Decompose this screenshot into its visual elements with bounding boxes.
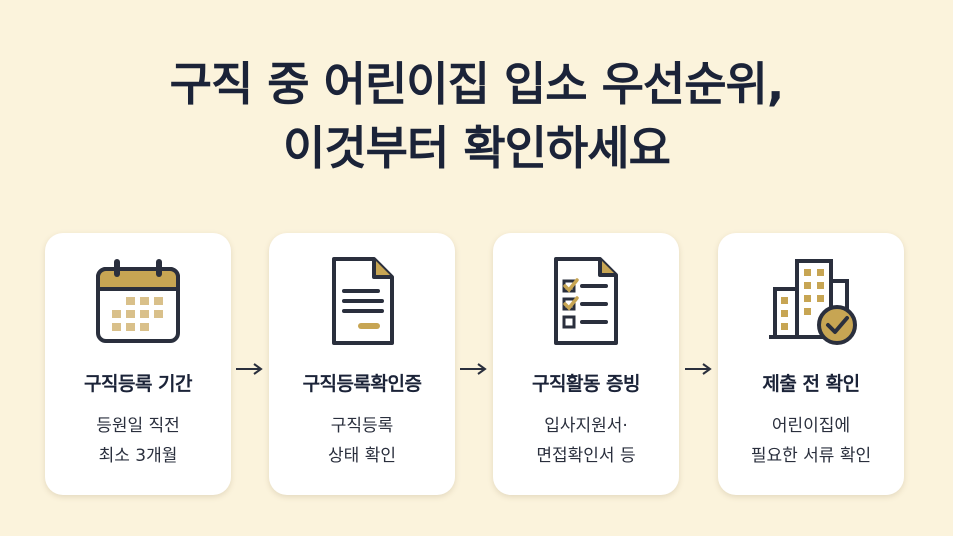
title-line-1: 구직 중 어린이집 입소 우선순위,: [169, 57, 785, 111]
calendar-icon: [96, 259, 180, 343]
step-description: 입사지원서· 면접확인서 등: [493, 411, 679, 471]
step-heading: 구직등록 기간: [84, 373, 193, 395]
step-desc-line-2: 최소 3개월: [98, 446, 178, 466]
step-description: 구직등록 상태 확인: [269, 411, 455, 471]
step-card-job-search-proof: 구직활동 증빙 입사지원서· 면접확인서 등: [493, 233, 679, 495]
step-heading: 구직활동 증빙: [532, 373, 641, 395]
step-card-registration-certificate: 구직등록확인증 구직등록 상태 확인: [269, 233, 455, 495]
arrow-right-icon: [236, 363, 263, 375]
building-check-icon: [769, 259, 857, 345]
title-line-2: 이것부터 확인하세요: [283, 121, 671, 175]
arrow-right-icon: [685, 363, 712, 375]
arrow-right-icon: [460, 363, 487, 375]
step-heading: 제출 전 확인: [762, 373, 860, 395]
step-desc-line-1: 구직등록: [330, 416, 394, 436]
checklist-icon: [554, 257, 618, 345]
step-desc-line-2: 면접확인서 등: [536, 446, 636, 466]
step-desc-line-2: 상태 확인: [328, 446, 396, 466]
step-heading: 구직등록확인증: [302, 373, 422, 395]
step-desc-line-2: 필요한 서류 확인: [750, 446, 872, 466]
page-title: 구직 중 어린이집 입소 우선순위, 이것부터 확인하세요: [0, 52, 953, 180]
step-description: 등원일 직전 최소 3개월: [45, 411, 231, 471]
step-card-registration-period: 구직등록 기간 등원일 직전 최소 3개월: [45, 233, 231, 495]
step-description: 어린이집에 필요한 서류 확인: [718, 411, 904, 471]
step-desc-line-1: 입사지원서·: [544, 416, 628, 436]
step-desc-line-1: 등원일 직전: [96, 416, 180, 436]
step-card-final-check: 제출 전 확인 어린이집에 필요한 서류 확인: [718, 233, 904, 495]
step-desc-line-1: 어린이집에: [771, 416, 851, 436]
document-icon: [332, 257, 394, 345]
